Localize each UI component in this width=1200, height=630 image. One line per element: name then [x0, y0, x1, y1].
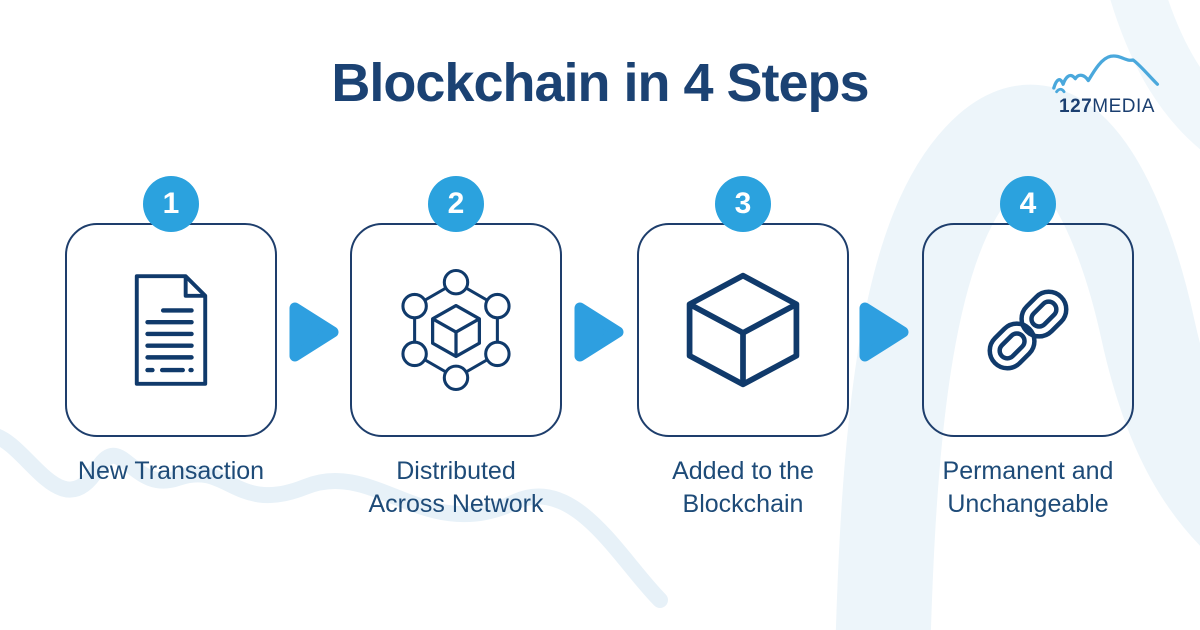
- cube-icon: [686, 272, 800, 388]
- network-nodes: [401, 269, 511, 391]
- step-2-card: [350, 223, 562, 437]
- document-text-lines: [145, 308, 194, 373]
- step-3-label: Added to the Blockchain: [672, 457, 814, 518]
- step-1-number-badge: 1: [143, 176, 199, 232]
- network-nodes-icon: [401, 269, 511, 391]
- step-2-label: Distributed Across Network: [368, 457, 544, 518]
- step-4: 4 Permanent and Unchangeable: [888, 176, 1168, 520]
- mountain-ridge-icon: [1052, 54, 1160, 94]
- chain-links: [987, 289, 1069, 371]
- step-4-label: Permanent and Unchangeable: [942, 457, 1114, 518]
- arrow-right-icon: [574, 302, 624, 362]
- step-4-card: [922, 223, 1134, 437]
- arrow-right-icon: [859, 302, 909, 362]
- cube-outline: [686, 272, 800, 388]
- step-2: 2 Distri: [316, 176, 596, 520]
- document-icon: [134, 274, 208, 386]
- brand-logo: 127MEDIA: [1048, 50, 1166, 118]
- logo-text-rest: MEDIA: [1092, 96, 1155, 117]
- step-1: 1 New Transaction: [31, 176, 311, 488]
- step-2-number-badge: 2: [428, 176, 484, 232]
- step-3-card: [637, 223, 849, 437]
- step-3: 3 Added to the Blockchain: [603, 176, 883, 520]
- network-center-cube: [430, 303, 482, 359]
- page-title: Blockchain in 4 Steps: [331, 53, 869, 113]
- arrow-right-icon: [289, 302, 339, 362]
- step-3-number-badge: 3: [715, 176, 771, 232]
- network-edges: [413, 280, 499, 380]
- chain-link-icon: [987, 289, 1069, 371]
- step-4-number-badge: 4: [1000, 176, 1056, 232]
- logo-text: 127MEDIA: [1048, 96, 1166, 118]
- logo-text-bold: 127: [1059, 96, 1093, 117]
- step-1-label: New Transaction: [77, 457, 265, 485]
- step-1-card: [65, 223, 277, 437]
